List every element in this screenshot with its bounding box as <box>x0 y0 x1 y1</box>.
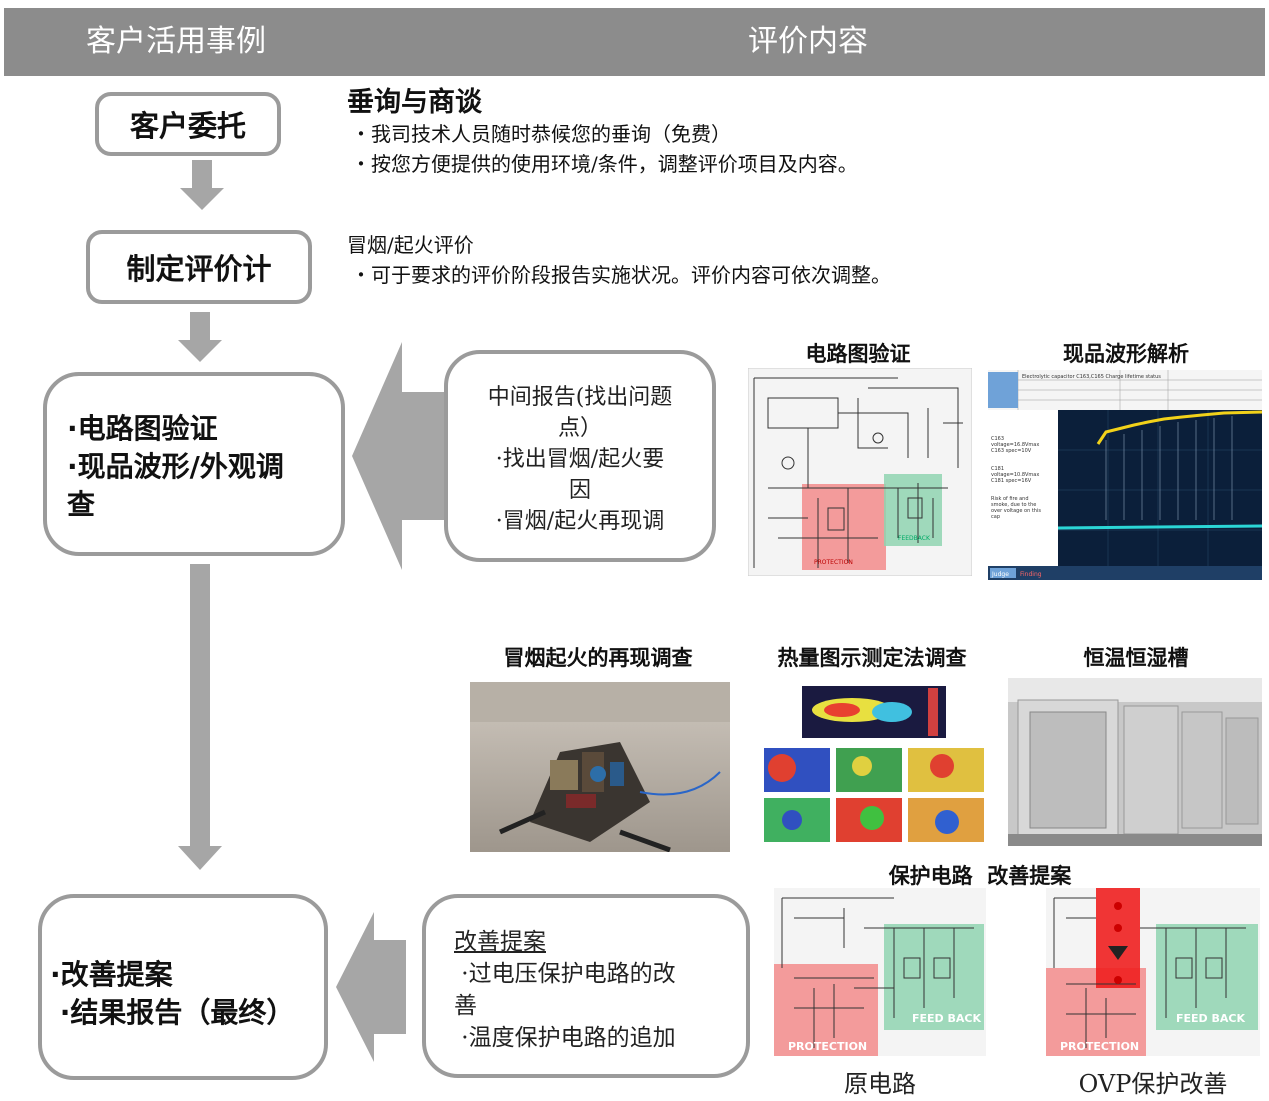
chamber-photo <box>1008 678 1262 846</box>
header-left-title: 客户活用事例 <box>86 24 266 59</box>
interim-line3: ·找出冒烟/起火要 <box>495 447 665 472</box>
arrow-left-improve <box>336 912 406 1062</box>
label-thermal: 热量图示测定法调查 <box>777 646 967 670</box>
waveform-note-9: cap <box>991 514 1000 520</box>
flow-step-final-line2: ·结果报告（最终） <box>50 996 295 1029</box>
waveform-note-4: voltage=10.8Vmax <box>991 472 1039 478</box>
section-consult-line2: ・按您方便提供的使用环境/条件，调整评价项目及内容。 <box>351 152 858 176</box>
caption-ovp-circuit: OVP保护改善 <box>1078 1070 1228 1098</box>
caption-original-circuit: 原电路 <box>844 1070 916 1098</box>
improve-proposal-box: 改善提案 ·过电压保护电路的改 善 ·温度保护电路的追加 <box>422 894 750 1078</box>
schematic-feedback-tag: FEEDBACK <box>898 535 931 542</box>
flow-step-request: 客户委托 <box>95 92 281 156</box>
arrow-down-long <box>178 564 222 870</box>
waveform-footer-judge: Judge <box>991 571 1009 578</box>
feedback-ovp-tag: FEED BACK <box>1176 1012 1245 1025</box>
protection-original-tag: PROTECTION <box>788 1040 867 1053</box>
schematic-protection-tag: PROTECTION <box>814 559 853 566</box>
waveform-note-5: C181 spec=16V <box>991 478 1032 484</box>
waveform-note-3: C181 <box>991 466 1004 472</box>
interim-line2: 点） <box>557 416 602 441</box>
flow-step-plan: 制定评价计 <box>86 230 312 304</box>
section-plan: 冒烟/起火评价 ・可于要求的评价阶段报告实施状况。评价内容可依次调整。 <box>347 230 1247 290</box>
waveform-note-8: over voltage on this <box>991 508 1041 514</box>
improve-line3: ·温度保护电路的追加 <box>454 1025 676 1051</box>
section-consult: 垂询与商谈 ・我司技术人员随时恭候您的垂询（免费） ・按您方便提供的使用环境/条… <box>347 80 1247 179</box>
flow-step-investigation-line1: ·电路图验证 <box>67 412 218 445</box>
waveform-note-2: C163 spec=10V <box>991 448 1032 454</box>
header-right-title: 评价内容 <box>748 24 868 59</box>
arrow-down-2 <box>178 312 222 362</box>
flow-step-investigation-line3: 查 <box>67 488 96 521</box>
waveform-footer-finding: Finding <box>1020 571 1042 578</box>
section-plan-title: 冒烟/起火评价 <box>347 233 474 257</box>
flow-step-investigation: ·电路图验证 ·现品波形/外观调 查 <box>43 372 345 556</box>
section-plan-line1: ・可于要求的评价阶段报告实施状况。评价内容可依次调整。 <box>351 263 891 287</box>
label-schematic: 电路图验证 <box>805 342 911 366</box>
protection-original-image: PROTECTION FEED BACK <box>774 888 986 1056</box>
feedback-original-tag: FEED BACK <box>912 1012 981 1025</box>
label-waveform: 现品波形解析 <box>1063 342 1189 366</box>
section-consult-title: 垂询与商谈 <box>347 87 482 118</box>
protection-ovp-tag: PROTECTION <box>1060 1040 1139 1053</box>
flow-step-request-label: 客户委托 <box>129 109 246 143</box>
flow-step-investigation-line2: ·现品波形/外观调 <box>67 450 284 483</box>
header-bar: 客户活用事例 评价内容 <box>4 8 1265 76</box>
waveform-note-1: voltage=16.8Vmax <box>991 442 1039 448</box>
schematic-image: PROTECTION FEEDBACK <box>748 368 972 576</box>
reproduction-photo <box>470 682 730 852</box>
improve-line2: 善 <box>454 993 477 1019</box>
waveform-table-text: Electrolytic capacitor C163,C165 Charge … <box>1022 374 1161 380</box>
interim-line1: 中间报告(找出问题 <box>487 385 673 410</box>
waveform-note-0: C163 <box>991 436 1004 442</box>
waveform-note-7: smoke, due to the <box>991 502 1036 508</box>
label-protection: 保护电路 改善提案 <box>888 864 1072 888</box>
interim-report-box: 中间报告(找出问题 点） ·找出冒烟/起火要 因 ·冒烟/起火再现调 <box>444 350 716 562</box>
flow-step-final-line1: ·改善提案 <box>50 958 173 991</box>
arrow-left-interim <box>352 342 444 570</box>
protection-ovp-image: PROTECTION FEED BACK <box>1046 888 1260 1056</box>
thermal-image <box>762 682 986 844</box>
flow-step-final: ·改善提案 ·结果报告（最终） <box>38 894 328 1080</box>
flow-step-plan-label: 制定评价计 <box>126 252 272 286</box>
arrow-down-1 <box>180 160 224 210</box>
interim-line5: ·冒烟/起火再现调 <box>495 509 665 534</box>
waveform-note-6: Risk of fire and <box>991 496 1029 502</box>
improve-title: 改善提案 <box>454 929 546 955</box>
waveform-image: Electrolytic capacitor C163,C165 Charge … <box>988 370 1262 580</box>
section-consult-line1: ・我司技术人员随时恭候您的垂询（免费） <box>351 122 731 146</box>
label-chamber: 恒温恒湿槽 <box>1083 646 1189 670</box>
improve-line1: ·过电压保护电路的改 <box>454 961 676 987</box>
label-reproduction: 冒烟起火的再现调查 <box>503 646 693 670</box>
interim-line4: 因 <box>568 478 591 503</box>
